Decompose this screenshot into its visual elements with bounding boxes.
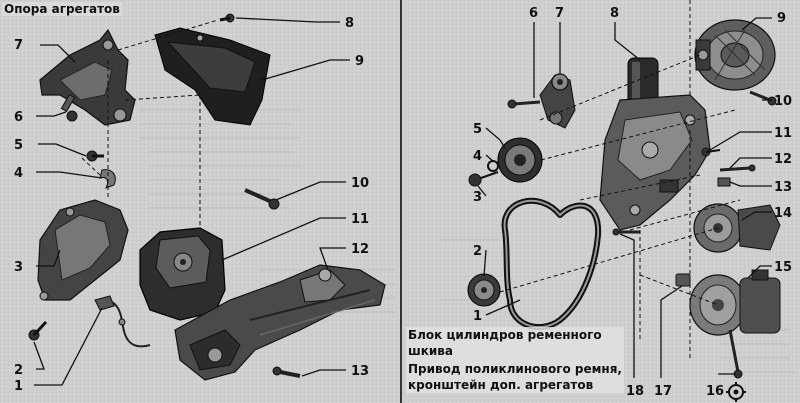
caption-line-1: Блок цилиндров ременного [408,328,602,342]
callout-3: 3 [14,260,23,275]
callout-13: 13 [351,364,369,379]
lower-bolt-part [28,320,48,341]
callout-r11: 11 [774,126,792,141]
right-parts [467,0,781,379]
pulley-bolt-part [468,171,499,187]
callout-r4: 4 [473,149,482,164]
callout-12: 12 [351,242,369,257]
callout-r5: 5 [473,122,482,137]
callout-r6: 6 [529,6,538,21]
callout-r12: 12 [774,152,792,167]
alternator-bolt-part [749,90,777,106]
callout-r1: 1 [473,309,482,324]
left-assembly-lines [81,19,219,228]
callout-r3: 3 [473,190,482,205]
callout-r15: 15 [774,260,792,275]
callout-r17: 17 [654,384,672,399]
callout-2: 2 [14,363,23,378]
callout-11: 11 [351,212,369,227]
callout-r13: 13 [774,180,792,195]
callout-6: 6 [14,110,23,125]
right-assembly-lines [499,0,741,360]
callout-9: 9 [355,54,364,69]
right-callouts: 6 7 8 9 10 11 12 13 14 15 16 17 18 5 4 3… [473,6,792,399]
lower-bracket-part [37,199,129,301]
callout-4: 4 [14,166,23,181]
callout-r9: 9 [777,11,786,26]
callout-1: 1 [14,379,23,394]
subframe-bolt-part [272,366,301,378]
subframe-part [174,264,386,381]
callout-r14: 14 [774,206,792,221]
callout-r16: 16 [706,384,724,399]
crank-pulley-part [497,137,543,183]
clip-part [99,169,116,189]
gear-icon [726,382,746,402]
caption-line-4: кронштейн доп. агрегатов [408,378,594,392]
callout-5: 5 [14,138,23,153]
alternator-part [694,19,776,91]
callout-10: 10 [351,176,369,191]
right-panel-caption: Блок цилиндров ременного шкива Привод по… [406,327,624,393]
tensioner-bolt-part [507,99,541,109]
bracket-bolt-part [701,147,721,157]
left-parts [28,13,386,381]
caption-line-3: Привод поликлинового ремня, [408,362,622,376]
sensor-part [94,295,151,348]
small-bolt-part [86,150,104,162]
bolt-part [60,93,78,122]
left-panel-title: Опора агрегатов [2,2,122,16]
caption-line-2: шкива [408,344,453,358]
ac-compressor-part [689,269,781,336]
heat-shield-part [154,27,271,126]
damper-part [675,273,691,287]
bracket-lower-bolt-part [612,228,640,236]
left-callouts: 7 6 5 4 3 2 1 8 9 10 11 12 13 [14,16,369,394]
compressor-bolt-part [717,164,756,187]
callout-r2: 2 [473,244,482,259]
shield-bolt-part [219,13,235,23]
callout-r7: 7 [555,6,564,21]
callout-r18: 18 [626,384,644,399]
auxiliary-bracket-part [599,57,711,231]
callout-7: 7 [14,38,23,53]
idler-pulley-part [467,273,501,307]
poly-v-belt-inner [503,199,600,329]
callout-r10: 10 [774,94,792,109]
long-bolt-part [244,188,280,210]
engine-mount-part [139,227,226,321]
leader-lines [33,17,772,386]
callout-r8: 8 [610,6,619,21]
callout-8: 8 [345,16,354,31]
engine-bracket-part [39,28,136,126]
belt-tensioner-part [539,73,576,129]
